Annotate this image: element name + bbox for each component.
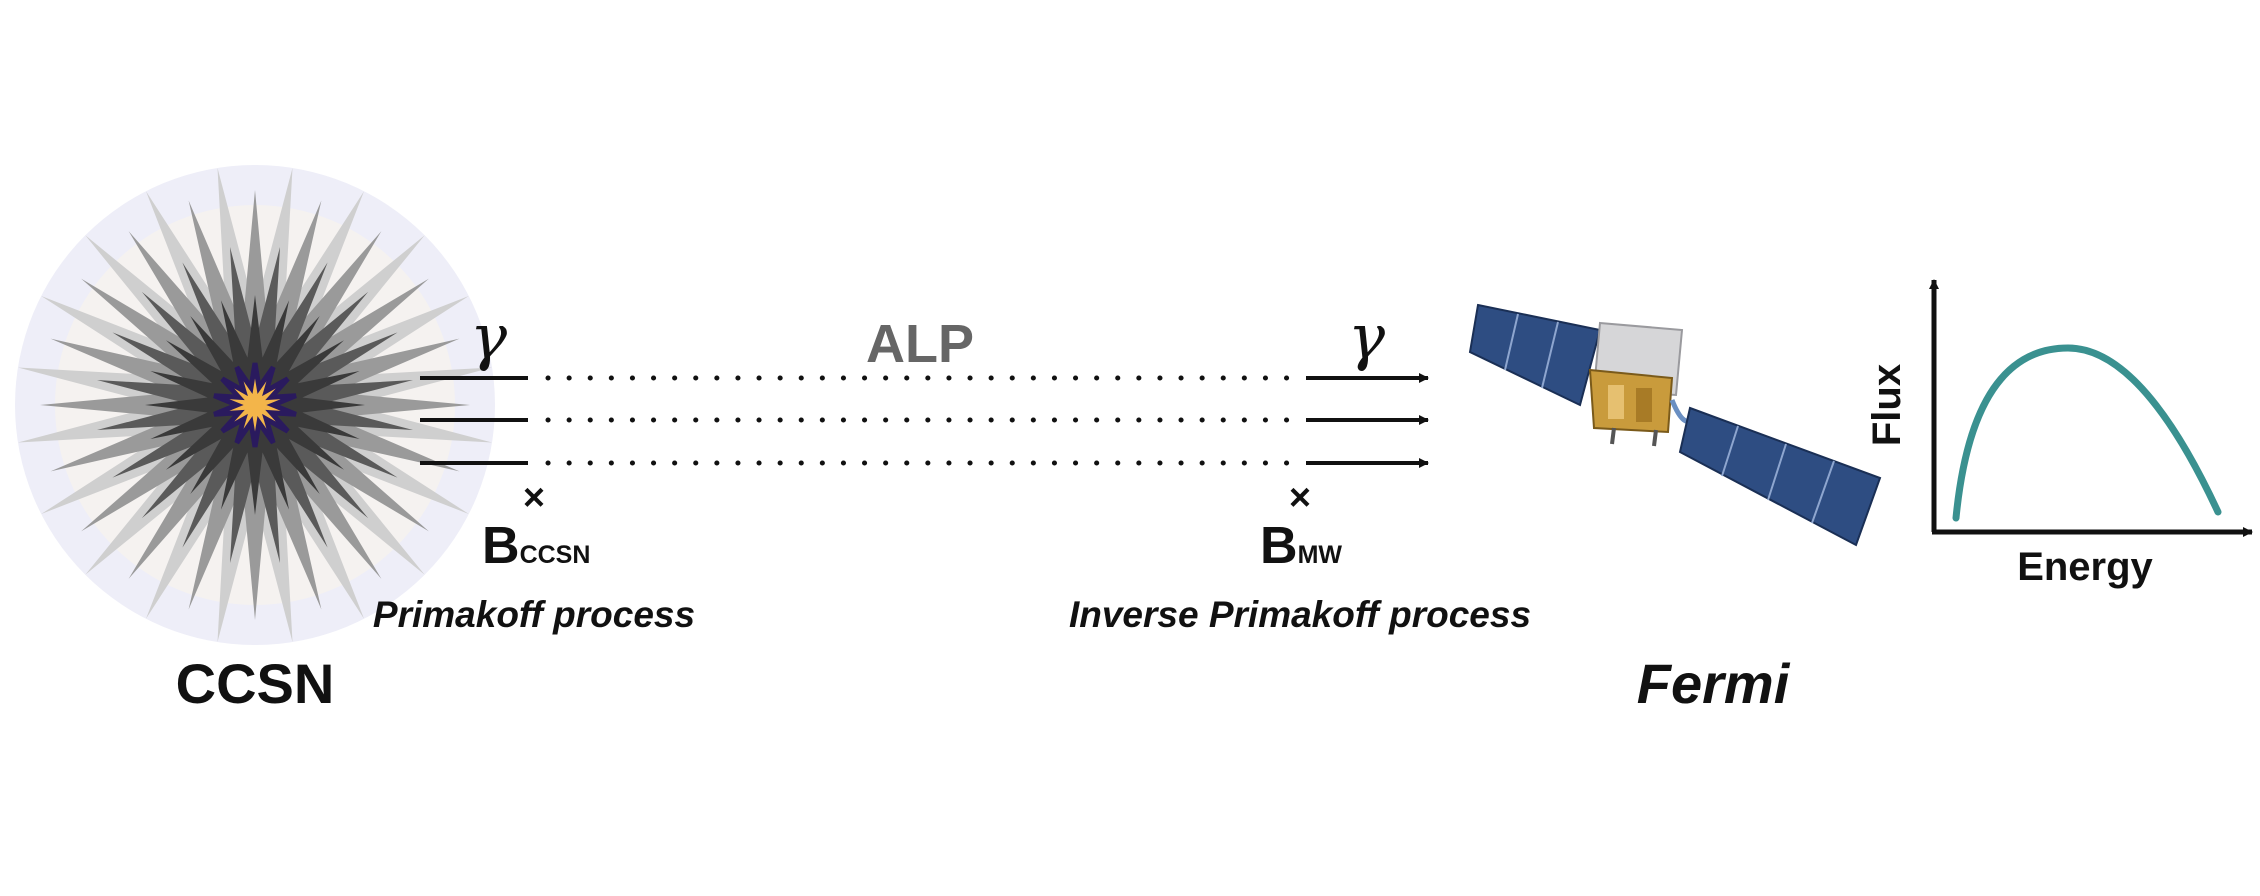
satellite-leg [1610,427,1616,445]
satellite-leg [1652,429,1658,447]
photon-symbol-left: γ [470,300,508,373]
satellite-gold-detail [1608,385,1624,419]
satellite-gold-detail [1636,388,1652,422]
field-cross-left: × [523,477,545,519]
solar-panel-left-seam [1504,313,1519,371]
photon-symbol-right: γ [1348,300,1386,373]
supernova-starburst-icon [15,165,495,645]
spectrum-curve [1952,344,2222,522]
spectrum-y-label: Flux [1865,364,1909,446]
satellite-gold-body [1588,368,1674,434]
field-label-right: BMW [1260,517,1342,575]
spectrum-sketch: Energy Flux [1865,279,2253,589]
solar-panel-right-seam [1721,425,1739,477]
supernova-core [213,362,297,448]
solar-panel-right [1678,406,1882,547]
field-cross-right: × [1289,477,1311,519]
solar-panel-right-seam [1767,443,1787,501]
process-label-left: Primakoff process [373,594,695,635]
solar-panel-left-seam [1541,321,1559,389]
alp-label: ALP [866,314,974,374]
solar-panel-right-seam [1811,460,1835,524]
detector-label: Fermi [1637,652,1791,715]
satellite-icon [1468,303,1882,547]
field-label-left: BCCSN [482,517,590,575]
spectrum-x-label: Energy [2017,545,2153,589]
solar-panel-left [1468,303,1602,407]
process-label-right: Inverse Primakoff process [1069,594,1531,635]
source-label: CCSN [176,652,335,715]
